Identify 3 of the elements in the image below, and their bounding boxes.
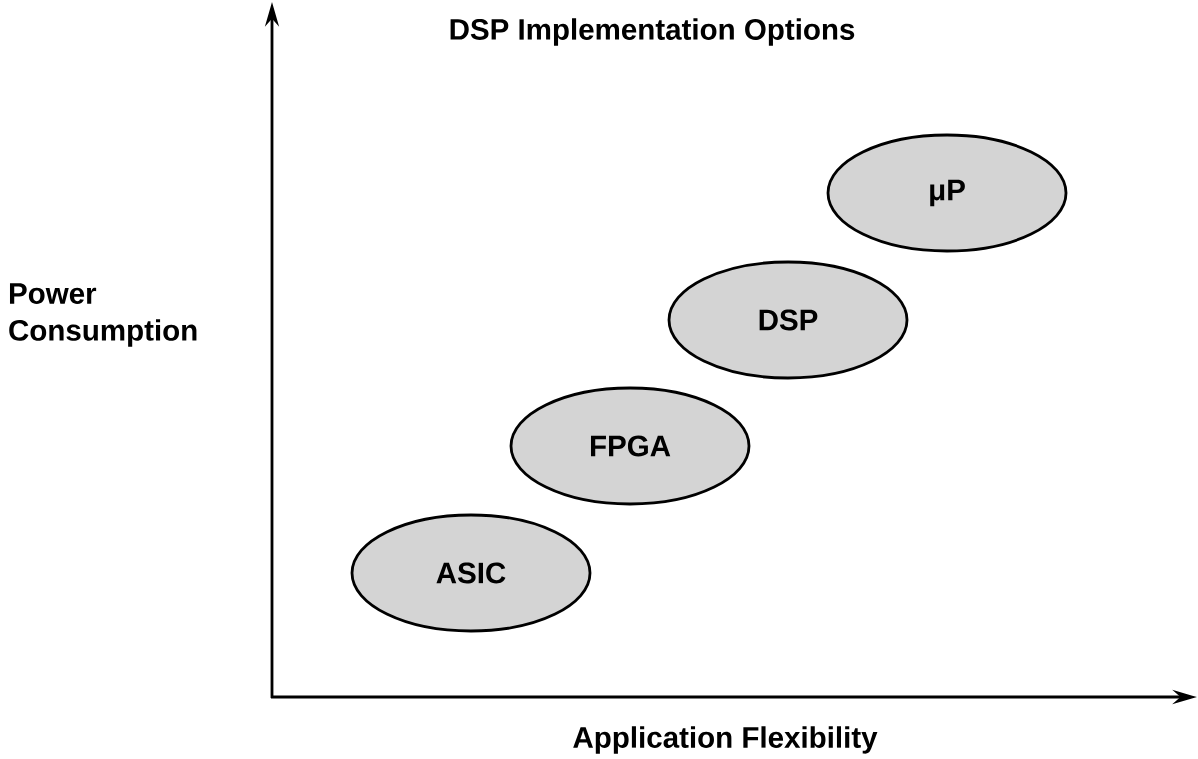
title: DSP Implementation Options: [450, 18, 855, 46]
axis-label: Power Consumption: [9, 283, 197, 347]
axis-label: Application Flexibility: [573, 726, 878, 754]
